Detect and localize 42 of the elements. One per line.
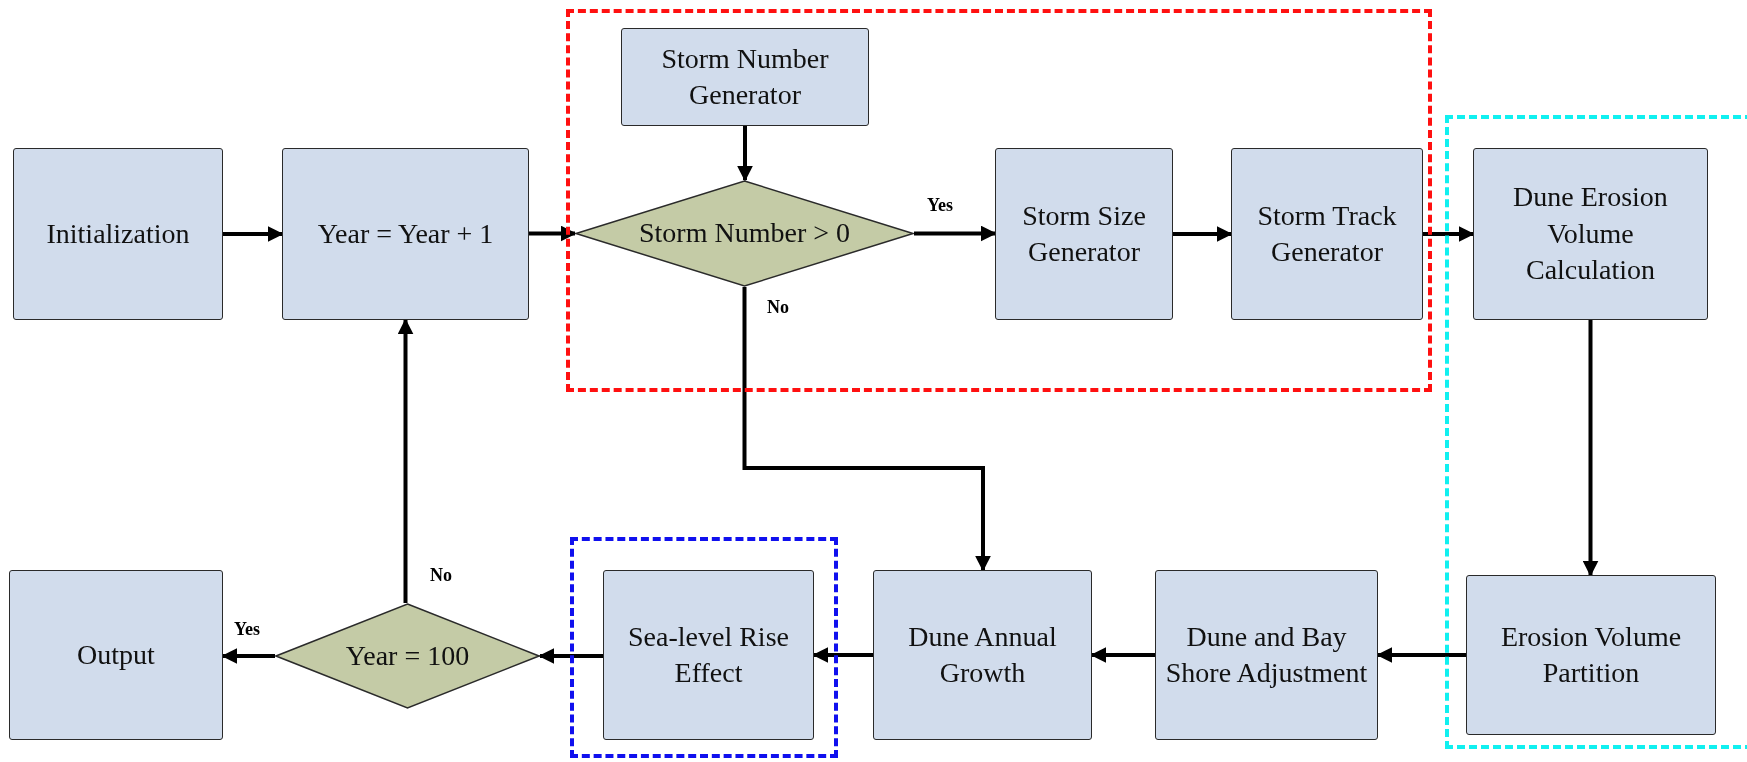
process-box xyxy=(603,570,814,740)
node-text: Year = Year + 1 xyxy=(316,216,495,251)
arrow xyxy=(1582,320,1599,577)
arrow xyxy=(538,648,603,664)
process-box xyxy=(282,148,529,320)
process-box xyxy=(873,570,1092,740)
arrow xyxy=(742,287,991,572)
process-box xyxy=(1473,148,1708,320)
node-text: Storm Track Generator xyxy=(1256,198,1398,269)
arrow xyxy=(1173,226,1233,242)
arrow xyxy=(1423,226,1475,242)
arrow xyxy=(1376,647,1466,663)
arrow xyxy=(737,126,753,182)
process-box xyxy=(1155,570,1378,740)
arrow xyxy=(914,225,997,242)
process-box xyxy=(1466,575,1716,735)
process-box xyxy=(1231,148,1423,320)
decision-diamond xyxy=(575,180,914,287)
arrow xyxy=(223,226,284,242)
node-text: Dune Erosion Volume Calculation xyxy=(1512,180,1669,288)
arrow xyxy=(397,318,414,603)
node-text: Initialization xyxy=(45,216,191,251)
process-box xyxy=(13,148,223,320)
dashed-group-frame xyxy=(1445,115,1747,749)
dashed-group-frame xyxy=(566,9,1432,392)
node-text: Dune Annual Growth xyxy=(907,619,1058,690)
arrow xyxy=(221,648,275,664)
node-text: Sea-level Rise Effect xyxy=(627,619,790,690)
node-text: Output xyxy=(76,637,156,672)
node-text: Storm Size Generator xyxy=(1021,198,1147,269)
arrow xyxy=(812,647,873,663)
arrow xyxy=(1090,647,1155,663)
node-text: Erosion Volume Partition xyxy=(1499,619,1683,690)
dashed-group-frame xyxy=(570,537,838,758)
node-text: Storm Number Generator xyxy=(660,41,830,112)
process-box xyxy=(621,28,869,126)
node-text: Year = 100 xyxy=(344,638,471,673)
node-text: Storm Number > 0 xyxy=(638,216,851,251)
process-box xyxy=(995,148,1173,320)
decision-diamond xyxy=(275,603,540,709)
node-text: Dune and Bay Shore Adjustment xyxy=(1164,619,1369,690)
process-box xyxy=(9,570,223,740)
